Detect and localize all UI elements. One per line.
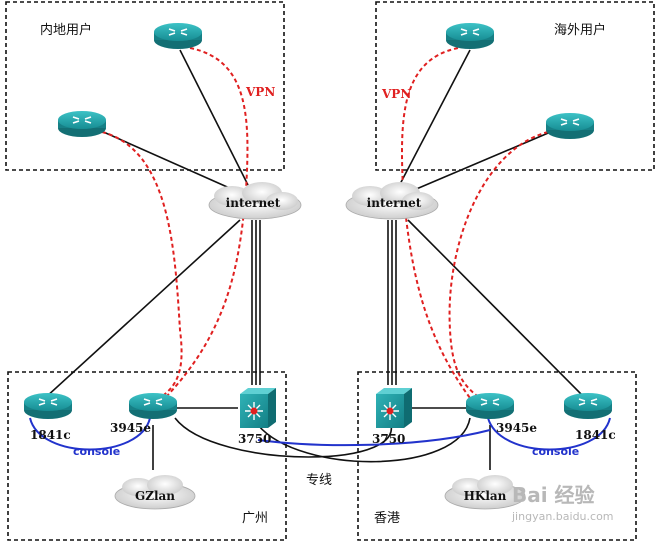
console-links [29,417,611,451]
switch-icon [376,388,412,428]
baidu-watermark: Bai 经验 jingyan.baidu.com [511,483,614,523]
leased-line-label: 专线 [306,473,332,488]
router-icon [129,393,177,419]
hk-lan-label: HKlan [464,489,507,503]
internet-right-label: internet [367,196,422,210]
hongkong-label: 香港 [374,511,400,526]
vpn-left-label: VPN [245,85,275,99]
router-icon [154,23,202,49]
router-icon [546,113,594,139]
gz-3945e-label: 3945e [110,421,151,435]
internet-left-label: internet [226,196,281,210]
console-left-label: console [73,445,120,458]
mainland-users-label: 内地用户 [40,22,92,38]
watermark-url: jingyan.baidu.com [511,510,614,523]
router-icon [446,23,494,49]
gz-lan-cloud: GZlan [114,475,196,510]
router-icon [466,393,514,419]
internet-cloud-right: internet [345,182,439,220]
overseas-users-box [375,1,655,171]
hk-1841c-label: 1841c [575,428,616,442]
console-right-label: console [532,445,579,458]
guangzhou-box [7,371,287,541]
links [44,49,586,470]
hk-lan-cloud: HKlan [444,475,526,510]
internet-cloud-left: internet [208,182,302,220]
hk-3945e-label: 3945e [496,421,537,435]
router-icon [58,111,106,137]
mainland-users-box [5,1,285,171]
hongkong-box [357,371,637,541]
switch-icon [240,388,276,428]
gz-3750-label: 3750 [238,432,271,446]
gz-1841c-label: 1841c [30,428,71,442]
hk-3750-label: 3750 [372,432,405,446]
overseas-users-label: 海外用户 [554,22,606,38]
guangzhou-label: 广州 [242,511,268,526]
router-icon [564,393,612,419]
router-icon [24,393,72,419]
vpn-tunnels [101,47,549,399]
gz-lan-label: GZlan [135,489,175,503]
watermark-brand: Bai 经验 [512,483,595,507]
vpn-right-label: VPN [381,87,411,101]
